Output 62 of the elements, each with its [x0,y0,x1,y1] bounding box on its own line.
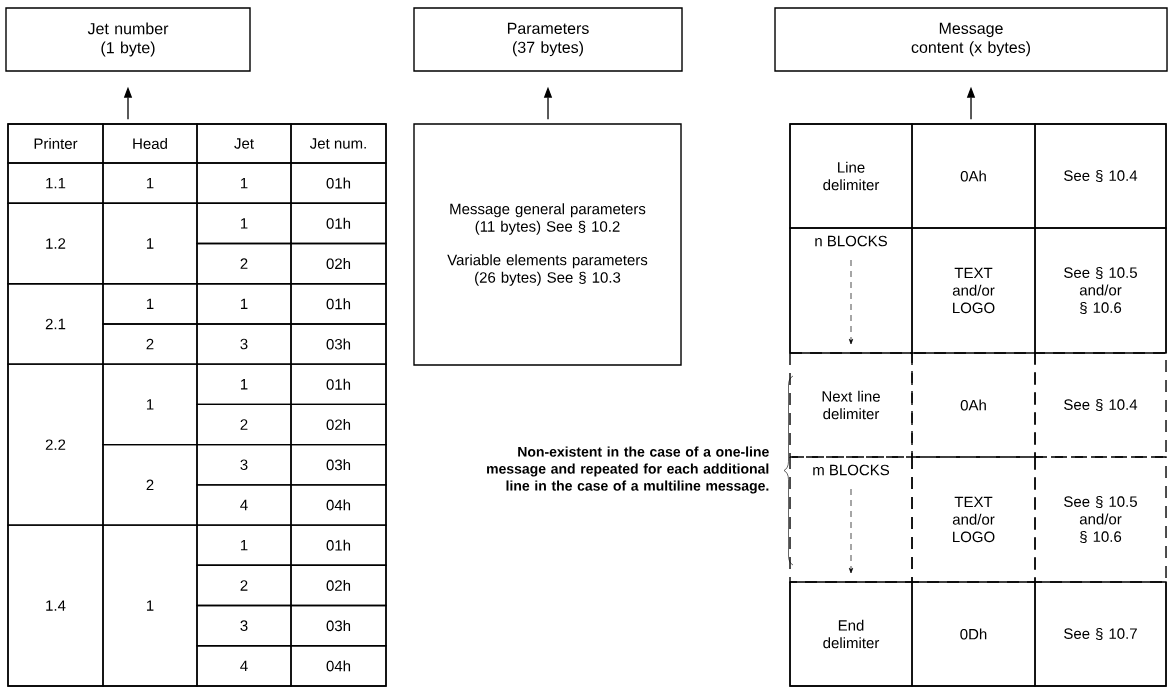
table-cell: 02h [290,242,387,285]
table-cell: See § 10.5 and/or § 10.6 [1034,456,1167,583]
table-cell: 04h [290,484,387,526]
table-cell: 01h [290,363,387,406]
table-cell: 02h [290,564,387,607]
table-cell: 1 [102,162,198,204]
field-box: Message content (x bytes) [774,7,1168,72]
table-cell: n BLOCKS [789,227,913,354]
table-cell: 1.1 [7,162,104,204]
table-cell: Next line delimiter [789,352,913,458]
table-cell: Printer [7,123,104,164]
table-cell: 0Ah [911,123,1036,229]
table-cell: 4 [196,484,292,526]
table-cell: 2 [102,323,198,365]
table-cell: 03h [290,443,387,486]
table-cell: 2 [102,443,198,526]
table-cell: 1 [196,524,292,567]
table-cell: 2.1 [7,283,104,365]
table-cell: End delimiter [789,581,913,687]
field-box: Jet number (1 byte) [5,7,251,72]
table-cell: 1 [102,202,198,285]
table-cell: TEXT and/or LOGO [911,456,1036,583]
table-cell: See § 10.5 and/or § 10.6 [1034,227,1167,354]
table-cell: 2.2 [7,363,104,526]
table-cell: 03h [290,604,387,647]
table-cell: 1 [196,283,292,325]
table-cell: 01h [290,524,387,567]
table-cell: Jet [196,123,292,164]
table-cell: 0Dh [911,581,1036,687]
table-cell: See § 10.4 [1034,123,1167,229]
note-text: Non-existent in the case of a one-line message and repeated for each additional line in the case of a multiline message. [487,446,769,494]
table-cell: 1 [196,202,292,245]
table-cell: 04h [290,645,387,687]
table-cell: 01h [290,162,387,204]
table-cell: 1 [102,363,198,446]
table-cell: 3 [196,604,292,647]
table-cell: 3 [196,443,292,486]
table-cell: m BLOCKS [789,456,913,583]
table-cell: 2 [196,403,292,446]
table-cell: 2 [196,564,292,607]
table-cell: 02h [290,403,387,446]
table-cell: 1 [196,162,292,204]
table-cell: See § 10.4 [1034,352,1167,458]
table-cell: 1.2 [7,202,104,285]
table-cell: 03h [290,323,387,365]
table-cell: 01h [290,283,387,325]
table-cell: See § 10.7 [1034,581,1167,687]
table-cell: Head [102,123,198,164]
table-cell: 3 [196,323,292,365]
table-cell: 1.4 [7,524,104,687]
table-cell: 1 [102,524,198,687]
parameter-box: Message general parameters (11 bytes) See § 10.2 Variable elements parameters (26 bytes) See § 10.3 [413,123,682,366]
field-box: Parameters (37 bytes) [413,7,683,72]
table-cell: TEXT and/or LOGO [911,227,1036,354]
table-cell: Line delimiter [789,123,913,229]
table-cell: 2 [196,242,292,285]
table-cell: Jet num. [290,123,387,164]
table-cell: 4 [196,645,292,687]
table-cell: 1 [196,363,292,406]
table-cell: 01h [290,202,387,245]
table-cell: 0Ah [911,352,1036,458]
table-cell: 1 [102,283,198,325]
